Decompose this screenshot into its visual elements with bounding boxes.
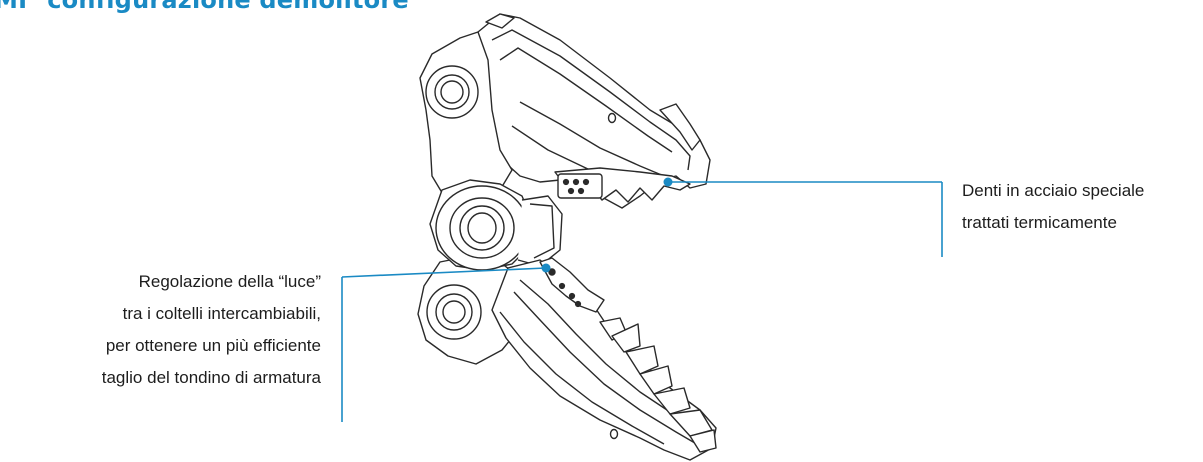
gap-adjustment-line: Regolazione della “luce” bbox=[138, 272, 321, 291]
upper-teeth bbox=[554, 167, 691, 203]
pivot-hub bbox=[435, 185, 563, 271]
bolt-ring-top bbox=[425, 65, 479, 119]
lower-jaw bbox=[491, 259, 717, 461]
lower-teeth bbox=[539, 257, 717, 453]
callout-gap-adjustment bbox=[341, 263, 551, 422]
gap-adjustment-line: tra i coltelli intercambiabili, bbox=[122, 304, 321, 323]
teeth-annotation-line: Denti in acciaio speciale bbox=[962, 181, 1145, 200]
title-code: MI bbox=[0, 0, 28, 14]
callout-teeth bbox=[663, 177, 943, 257]
teeth-annotation: Denti in acciaio speciale trattati termi… bbox=[962, 175, 1144, 239]
gap-adjustment-line: taglio del tondino di armatura bbox=[101, 368, 321, 387]
bolt-ring-bottom bbox=[426, 284, 482, 340]
gap-adjustment-line: per ottenere un più efficiente bbox=[105, 336, 321, 355]
page-title: MI configurazione demolitore bbox=[0, 0, 409, 14]
gap-adjustment-annotation: Regolazione della “luce” tra i coltelli … bbox=[102, 266, 321, 394]
teeth-annotation-line: trattati termicamente bbox=[962, 213, 1117, 232]
title-text: configurazione demolitore bbox=[47, 0, 409, 14]
